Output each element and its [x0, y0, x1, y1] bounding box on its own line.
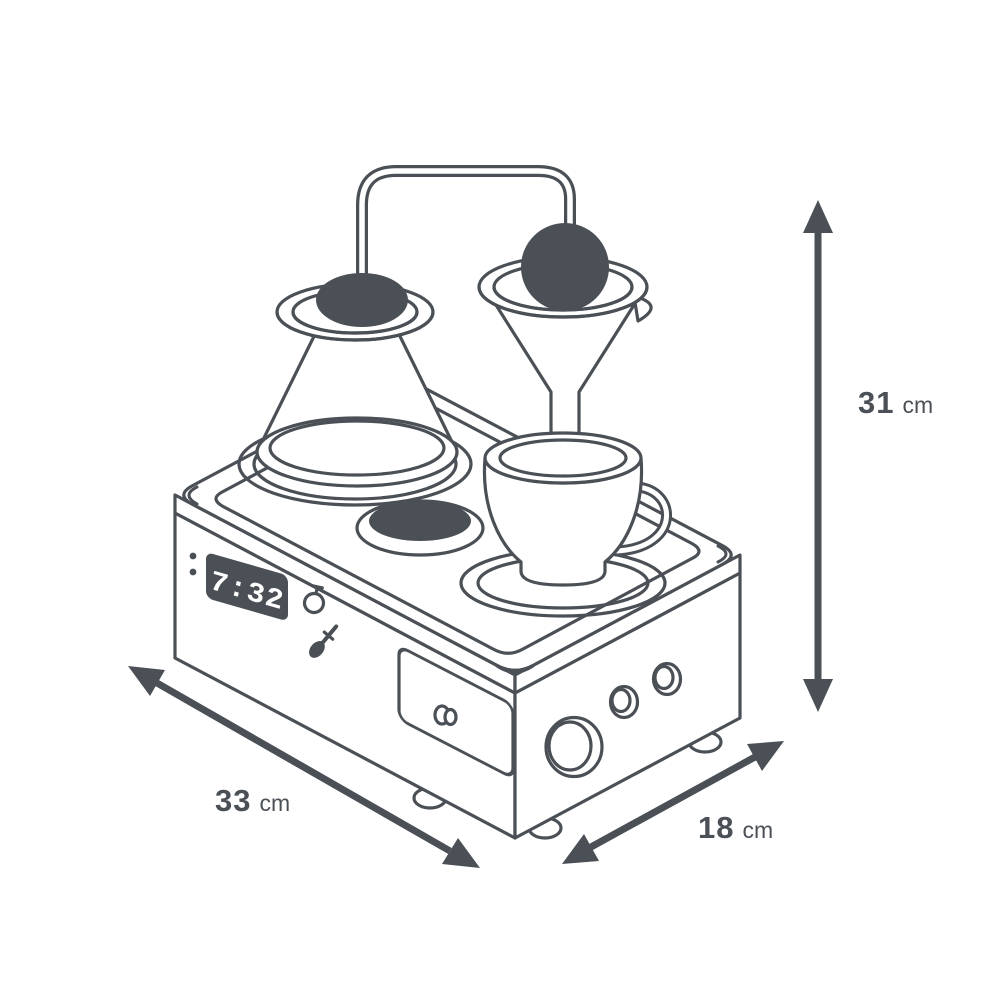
control-knob-face: [610, 687, 632, 714]
tray-corner-flourish: [716, 544, 728, 564]
collar-front-arc: [275, 310, 435, 342]
side-controls: [544, 661, 683, 779]
collar-front-arc: [291, 310, 419, 335]
arrowhead-icon: [803, 679, 833, 712]
cup-assembly: [459, 431, 672, 618]
funnel-rim-front-arc: [492, 285, 634, 312]
clock-display-panel: [206, 553, 288, 620]
clock-display: 7:32: [206, 553, 288, 620]
timer-icon: [302, 584, 326, 615]
flask-stopper: [316, 273, 408, 327]
small-bowl: [355, 499, 485, 557]
depth-dimension-label: 18 cm: [698, 810, 773, 846]
tray-corner-flourish: [495, 664, 535, 674]
brew-ball: [521, 223, 609, 311]
height-unit: cm: [902, 392, 934, 418]
depth-unit: cm: [742, 817, 774, 843]
arrowhead-icon: [803, 200, 833, 233]
depth-value: 18: [698, 810, 735, 845]
funnel-cone: [494, 303, 636, 439]
small-bowl-top: [369, 501, 471, 541]
width-dimension-arrow: [128, 666, 480, 868]
width-dimension-label: 33 cm: [215, 783, 290, 819]
drawer: [397, 647, 515, 777]
drawer-front: [397, 647, 515, 777]
arrowhead-icon: [442, 838, 480, 868]
depth-dimension-arrow: [562, 741, 784, 864]
width-value: 33: [215, 783, 252, 818]
spoon-icon: [309, 624, 339, 658]
arrowhead-icon: [747, 741, 784, 771]
alarm-indicator-dots: [189, 552, 197, 576]
width-unit: cm: [259, 790, 291, 816]
cup-rim: [483, 431, 643, 485]
control-knob-face: [653, 664, 675, 691]
drawer-knob: [443, 707, 458, 727]
tray-corner-flourish: [187, 485, 199, 506]
height-dimension-arrow: [803, 200, 833, 712]
glass-tube: [356, 165, 576, 300]
brew-funnel-assembly: [477, 223, 653, 439]
tray-inner-border: [214, 395, 701, 655]
power-button-face: [547, 720, 593, 772]
height-dimension-label: 31 cm: [858, 385, 933, 421]
arrowhead-icon: [562, 834, 599, 864]
height-value: 31: [858, 385, 895, 420]
cup-handle: [613, 484, 669, 554]
flask-base-rim: [268, 419, 446, 477]
cup-rim-inner: [498, 438, 628, 478]
arrowhead-icon: [128, 666, 165, 696]
funnel-rim-front-arc: [477, 285, 649, 319]
